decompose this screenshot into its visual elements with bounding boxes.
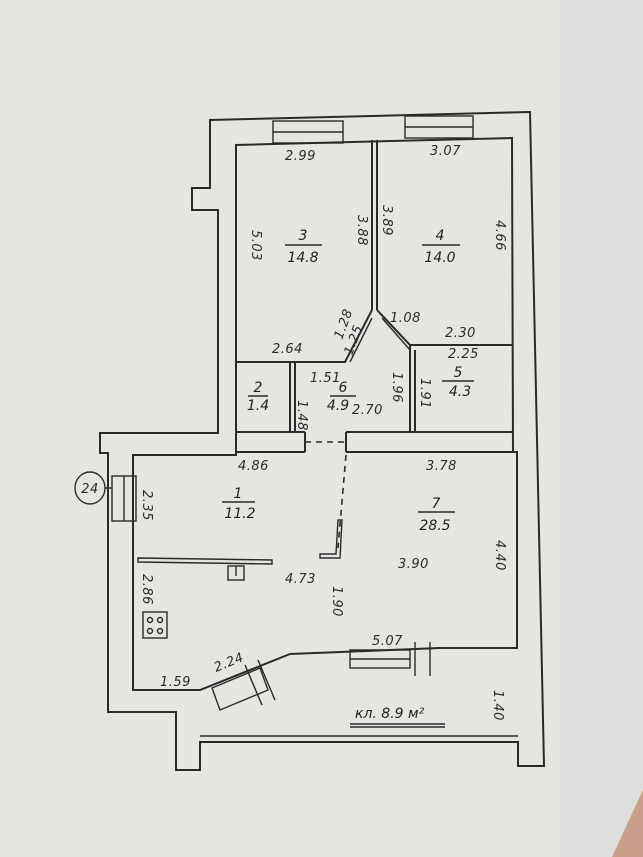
room-2-number: 2 xyxy=(254,380,263,396)
dim-bottom-left: 1.59 xyxy=(160,675,191,690)
room-3-area: 14.8 xyxy=(287,250,318,266)
dim-room3-height: 5.03 xyxy=(248,230,263,261)
dim-room5-height: 1.91 xyxy=(417,378,432,409)
balcony-label: кл. 8.9 м² xyxy=(355,706,425,722)
dim-top-left-width: 2.99 xyxy=(285,149,316,164)
dim-room7-height: 4.40 xyxy=(492,540,507,571)
room-7-area: 28.5 xyxy=(419,518,450,534)
outer-walls xyxy=(99,110,546,771)
room-6-area: 4.9 xyxy=(327,398,349,414)
dim-room1-height: 2.35 xyxy=(139,490,154,521)
finger-shadow xyxy=(612,790,643,857)
dim-room4-height: 4.66 xyxy=(492,220,507,251)
room-3-number: 3 xyxy=(299,228,308,244)
room-4-area: 14.0 xyxy=(424,250,455,266)
dim-room3-right: 3.88 xyxy=(354,215,369,246)
dim-room1-width: 4.86 xyxy=(238,459,269,474)
section-marker: 24 xyxy=(74,471,112,505)
interior-walls xyxy=(137,140,517,639)
room-5-number: 5 xyxy=(454,365,463,381)
dim-bottom-wall: 5.07 xyxy=(372,634,403,649)
room-7-number: 7 xyxy=(432,496,441,512)
dim-corridor-diag-right: 1.08 xyxy=(390,311,421,326)
room-6-number: 6 xyxy=(339,380,348,396)
dim-balcony-depth: 1.40 xyxy=(490,690,505,721)
dim-top-right-width: 3.07 xyxy=(430,144,461,159)
dim-opening-height: 1.90 xyxy=(329,586,344,617)
dim-room5-width: 2.25 xyxy=(448,347,479,362)
dimension-labels: 2.99 3.07 5.03 3.88 3.89 4.66 2.64 1.28 … xyxy=(139,144,507,721)
dim-room2-height: 1.48 xyxy=(294,400,309,431)
dim-room6-bottom: 2.70 xyxy=(352,403,383,418)
room-5-area: 4.3 xyxy=(449,384,471,400)
dim-room6-right: 1.96 xyxy=(389,372,404,403)
dim-room7-width: 3.78 xyxy=(426,459,457,474)
balcony-label-group: кл. 8.9 м² xyxy=(350,706,445,728)
room-2-area: 1.4 xyxy=(247,398,269,414)
dim-kitchen-height: 2.86 xyxy=(139,574,154,605)
room-4-number: 4 xyxy=(436,228,445,244)
stove-icon xyxy=(142,611,168,639)
dim-kitchen-width: 4.73 xyxy=(285,572,316,587)
dim-room4-bottom: 2.30 xyxy=(445,326,476,341)
dim-room4-left: 3.89 xyxy=(379,205,394,236)
dim-room7-middle: 3.90 xyxy=(398,557,429,572)
room-1-area: 11.2 xyxy=(224,506,255,522)
room-labels: 3 14.8 4 14.0 2 1.4 6 4.9 5 4.3 1 11.2 7… xyxy=(222,228,474,534)
dim-room3-bottom: 2.64 xyxy=(272,342,303,357)
marker-24-label: 24 xyxy=(81,482,99,497)
room-1-number: 1 xyxy=(234,486,243,502)
dim-room6-width: 1.51 xyxy=(310,371,341,386)
